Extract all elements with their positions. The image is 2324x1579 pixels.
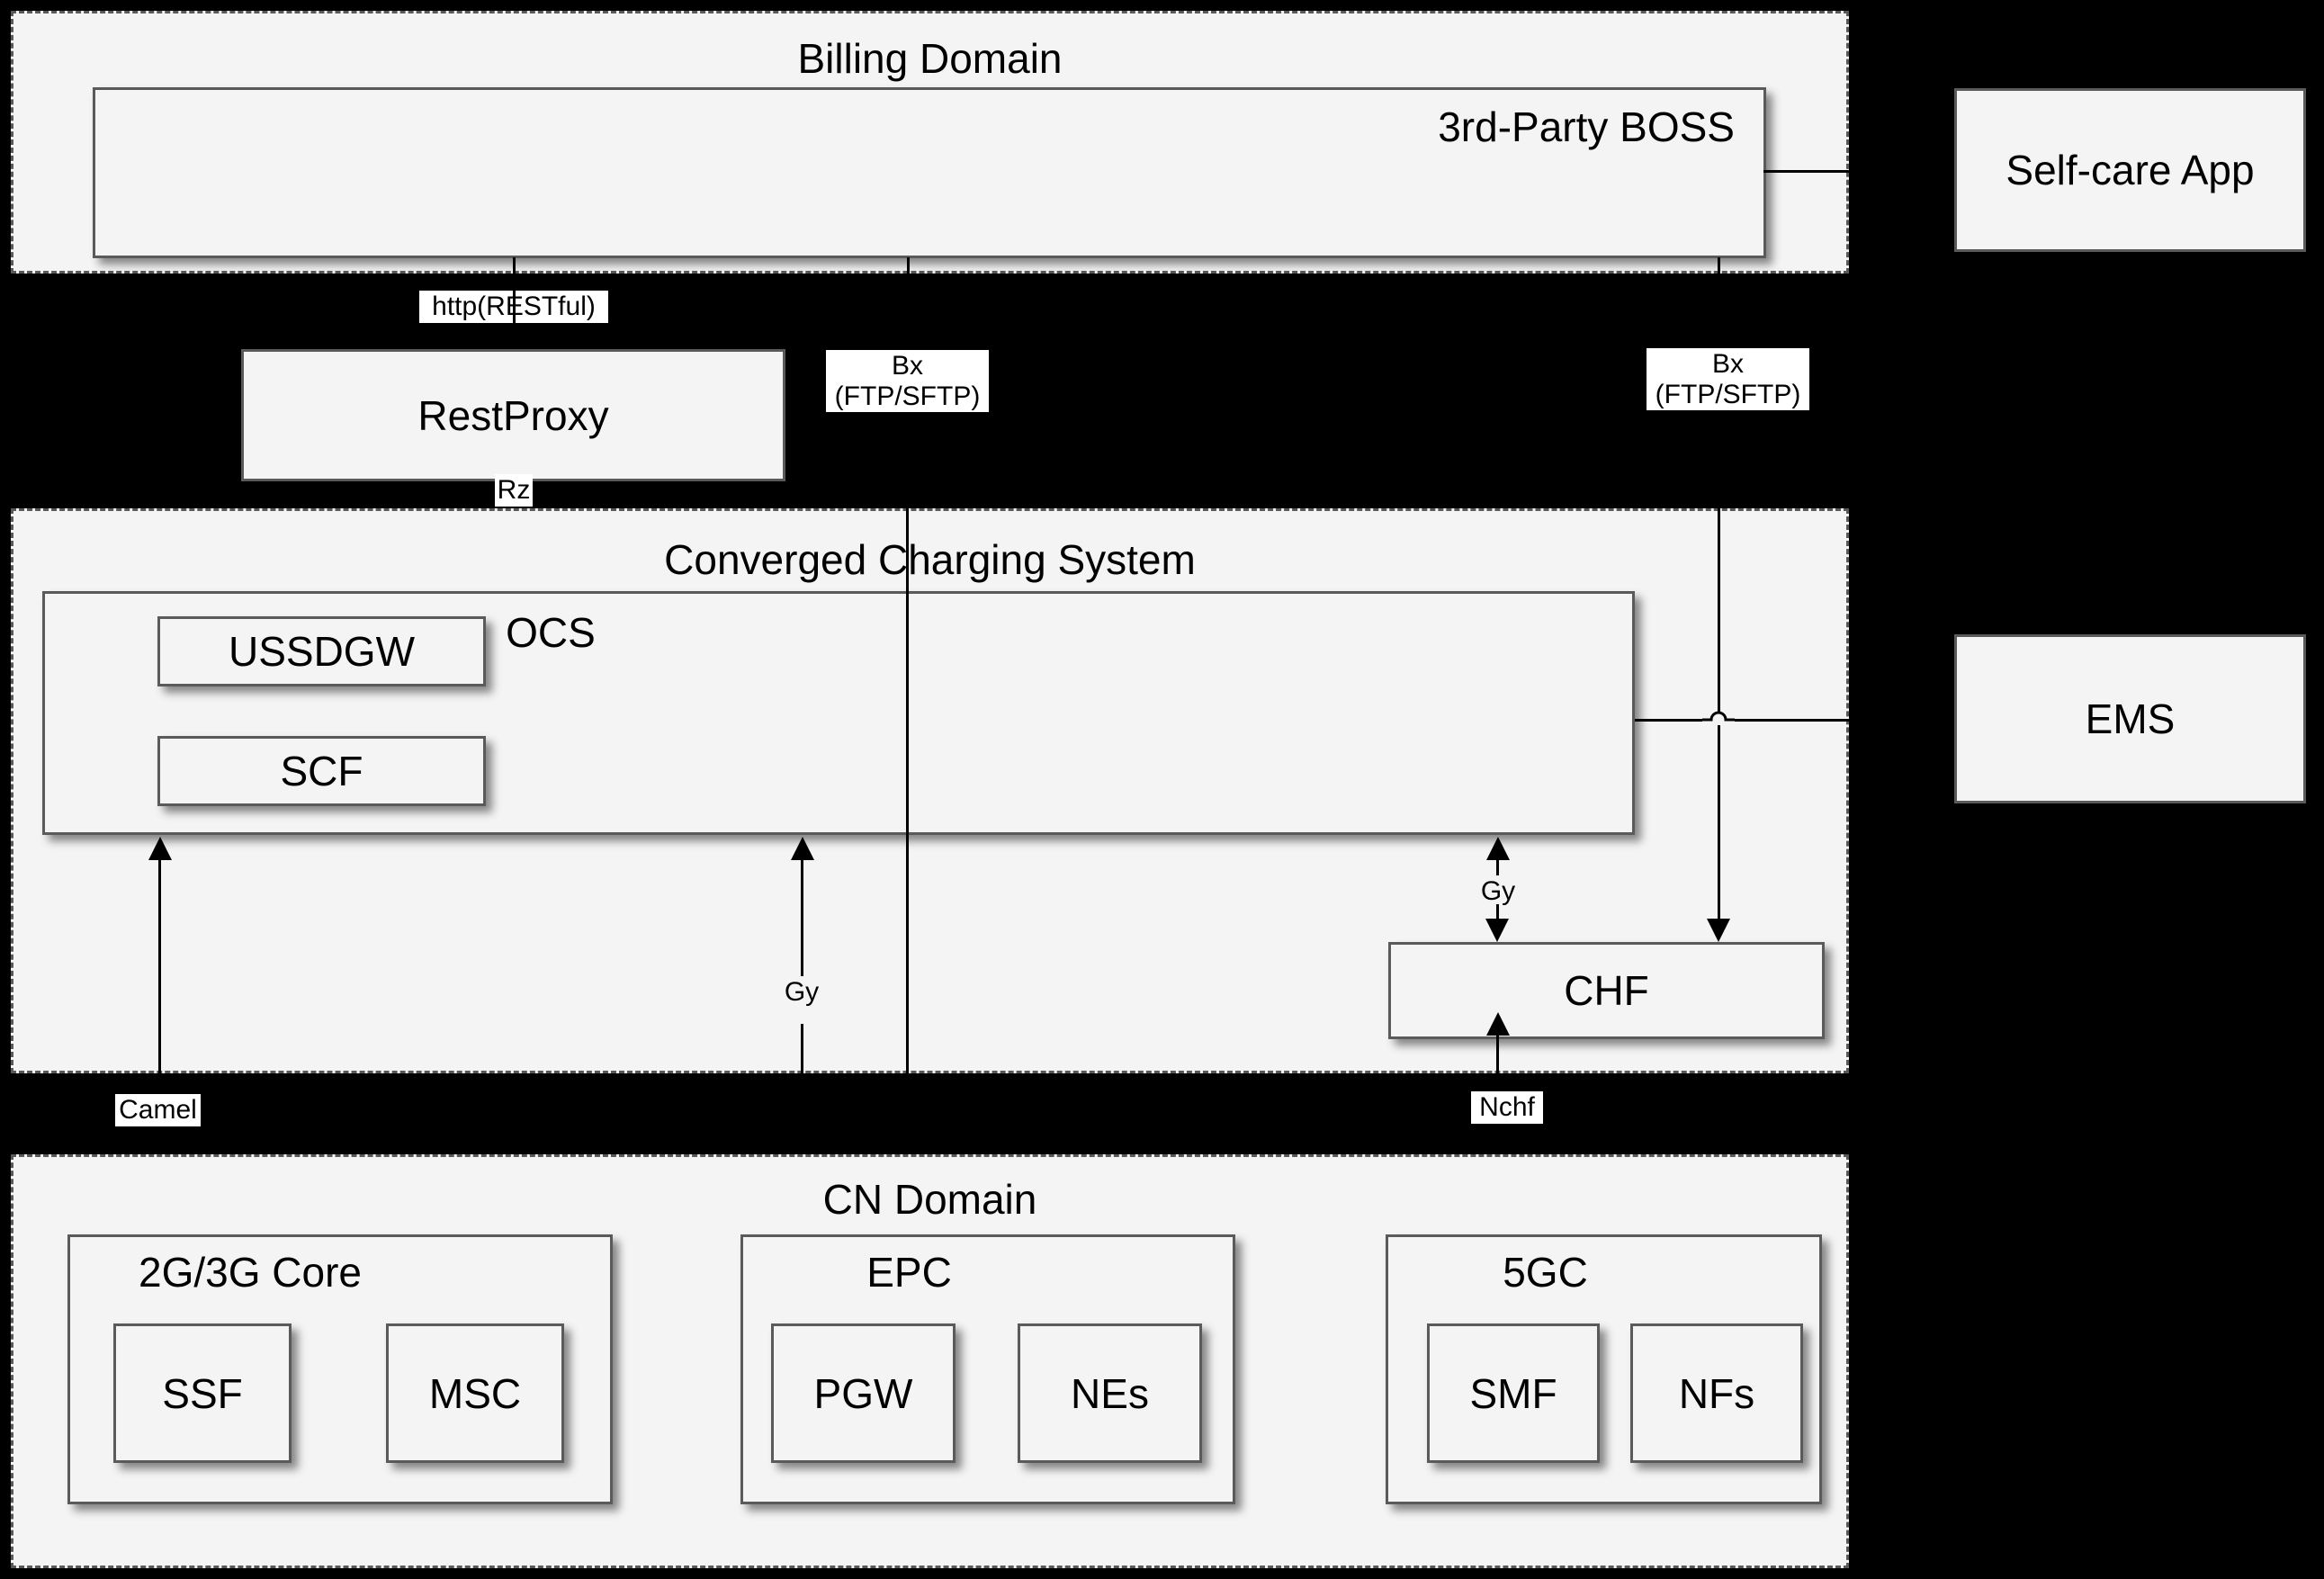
ocs-label: OCS xyxy=(506,609,596,656)
bx-right-line-lower-b xyxy=(1718,725,1720,919)
gy-label-left: Gy xyxy=(779,976,824,1009)
self-care-app-box[interactable]: Self-care App xyxy=(1954,88,2306,252)
ems-label: EMS xyxy=(2085,695,2176,742)
epc-label: EPC xyxy=(866,1249,952,1296)
bx-left-line-upper xyxy=(907,275,910,352)
bx-ftp-sftp-label-right: Bx (FTP/SFTP) xyxy=(1647,348,1809,411)
nchf-label: Nchf xyxy=(1471,1091,1543,1124)
nes-label: NEs xyxy=(1071,1369,1149,1417)
cn-domain-title: CN Domain xyxy=(822,1176,1037,1223)
third-party-boss-box[interactable]: 3rd-Party BOSS xyxy=(93,87,1766,258)
gy-label-right: Gy xyxy=(1476,875,1521,908)
two-three-g-core-label: 2G/3G Core xyxy=(139,1249,362,1296)
five-gc-label: 5GC xyxy=(1503,1249,1588,1296)
ocs-to-ems-line-left xyxy=(1635,719,1702,722)
nfs-label: NFs xyxy=(1678,1369,1755,1417)
bx-right-arrowhead xyxy=(1707,919,1730,942)
self-care-app-label: Self-care App xyxy=(2005,147,2255,193)
rz-label: Rz xyxy=(495,474,533,507)
restproxy-label: RestProxy xyxy=(417,391,609,439)
gy-right-arrowhead-up xyxy=(1486,837,1510,860)
bx-ftp-sftp-label-left: Bx (FTP/SFTP) xyxy=(826,350,989,413)
camel-label: Camel xyxy=(115,1094,201,1126)
camel-line-upper xyxy=(158,857,161,1073)
billing-domain-title: Billing Domain xyxy=(797,35,1063,82)
ems-box[interactable]: EMS xyxy=(1954,634,2306,803)
third-party-boss-label: 3rd-Party BOSS xyxy=(1438,103,1735,150)
restproxy-box[interactable]: RestProxy xyxy=(241,349,785,481)
boss-connector-bx-left xyxy=(907,257,910,275)
boss-to-selfcare-line xyxy=(1763,170,1852,173)
gy-left-arrowhead-up xyxy=(791,837,814,860)
smf-label: SMF xyxy=(1469,1369,1557,1417)
ssf-label: SSF xyxy=(162,1369,243,1417)
chf-box[interactable]: CHF xyxy=(1388,942,1825,1039)
pgw-label: PGW xyxy=(813,1369,913,1417)
ocs-to-ems-line-right xyxy=(1735,719,1852,722)
msc-label: MSC xyxy=(428,1369,522,1417)
ocs-to-nes-line xyxy=(906,508,909,1320)
converged-charging-system-title: Converged Charging System xyxy=(664,536,1196,583)
bx-left-line-lower xyxy=(907,425,910,508)
rz-line-upper xyxy=(513,275,516,349)
chf-label: CHF xyxy=(1564,967,1649,1014)
ussdgw-box[interactable]: USSDGW xyxy=(157,616,486,686)
boss-connector-restproxy xyxy=(513,257,516,275)
nchf-line-upper xyxy=(1496,1032,1499,1073)
bx-right-line-lower-a xyxy=(1718,423,1720,712)
scf-label: SCF xyxy=(280,748,363,794)
ssf-box[interactable]: SSF xyxy=(113,1323,292,1463)
nchf-arrowhead-up xyxy=(1486,1012,1510,1036)
bx-right-line-upper xyxy=(1718,275,1720,350)
smf-box[interactable]: SMF xyxy=(1427,1323,1600,1463)
gy-left-line-upper xyxy=(801,857,803,983)
gy-right-line-lower xyxy=(1496,904,1499,919)
gy-right-line-upper xyxy=(1496,857,1499,882)
boss-connector-bx-right xyxy=(1718,257,1720,275)
ussdgw-label: USSDGW xyxy=(229,628,415,675)
msc-box[interactable]: MSC xyxy=(386,1323,564,1463)
nes-box[interactable]: NEs xyxy=(1018,1323,1202,1463)
bx-right-line-hop xyxy=(1700,700,1736,725)
scf-box[interactable]: SCF xyxy=(157,736,486,806)
camel-arrowhead-up xyxy=(148,837,172,860)
gy-right-arrowhead-down xyxy=(1485,919,1509,942)
pgw-box[interactable]: PGW xyxy=(771,1323,956,1463)
nfs-box[interactable]: NFs xyxy=(1630,1323,1803,1463)
